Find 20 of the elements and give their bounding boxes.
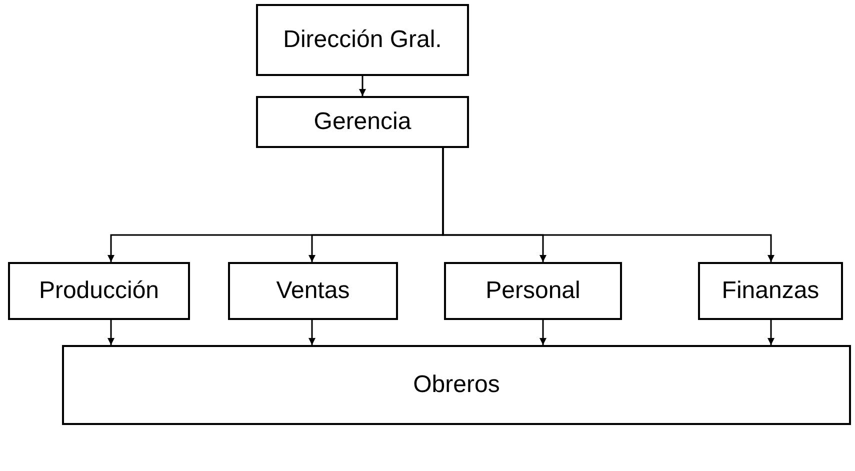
arrow <box>540 320 546 345</box>
arrow <box>308 320 316 345</box>
box-label: Producción <box>38 277 160 305</box>
arrow <box>359 76 366 96</box>
org-box <box>62 345 851 425</box>
org-box <box>444 262 622 320</box>
arrow <box>108 320 114 345</box>
org-box <box>256 4 469 76</box>
arrow <box>442 148 774 262</box>
box-label: Gerencia <box>314 108 412 136</box>
org-box <box>8 262 190 320</box>
box-label: Finanzas <box>722 277 820 305</box>
box-label: Dirección Gral. <box>283 26 442 54</box>
box-label: Obreros <box>413 371 500 399</box>
org-box <box>256 96 469 148</box>
org-box <box>228 262 398 320</box>
arrow <box>768 320 774 345</box>
org-box <box>698 262 843 320</box>
box-label: Ventas <box>276 277 350 305</box>
box-label: Personal <box>486 277 580 305</box>
